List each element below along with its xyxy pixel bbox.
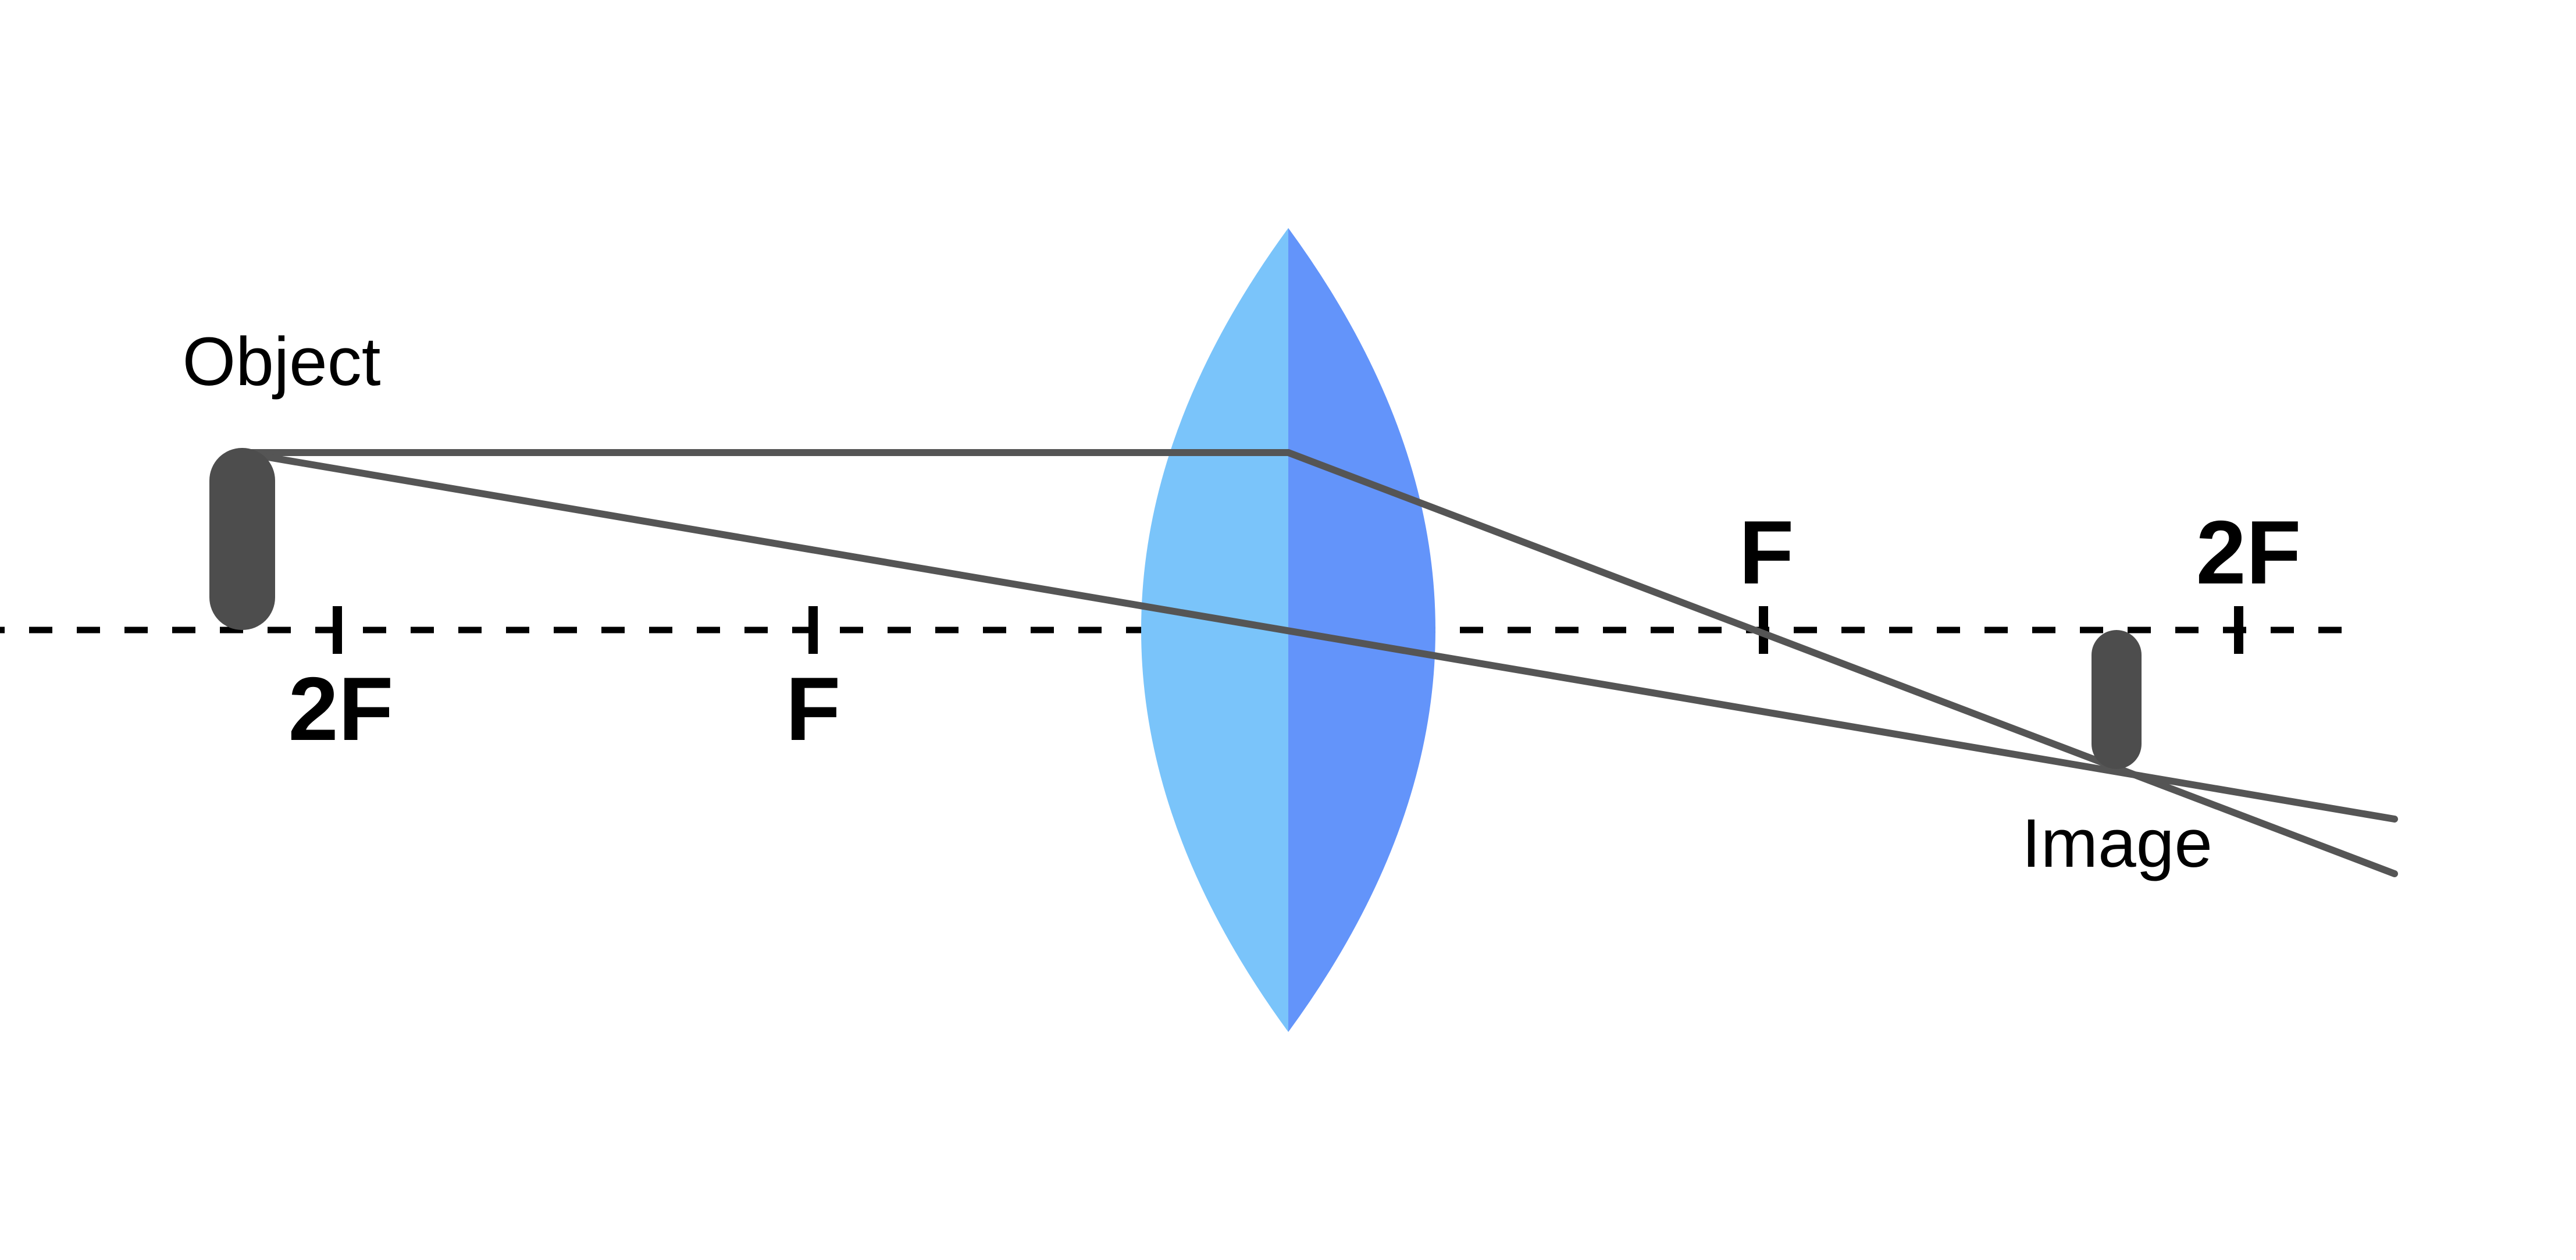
label-f-left: F <box>786 659 841 759</box>
label-2f-right: 2F <box>2196 502 2301 603</box>
ray-through-lens-center <box>248 451 2398 823</box>
ray-refracted-through-focus <box>1285 449 2398 877</box>
label-2f-left: 2F <box>288 659 394 759</box>
light-rays <box>248 449 2398 877</box>
image-label: Image <box>2022 805 2212 882</box>
object-marker <box>209 448 275 630</box>
lens-left-half <box>1141 228 1288 1032</box>
convex-lens <box>1141 228 1435 1032</box>
object-label: Object <box>182 323 380 400</box>
image-marker <box>2092 630 2142 769</box>
label-f-right: F <box>1739 502 1794 603</box>
lens-right-half <box>1288 228 1435 1032</box>
